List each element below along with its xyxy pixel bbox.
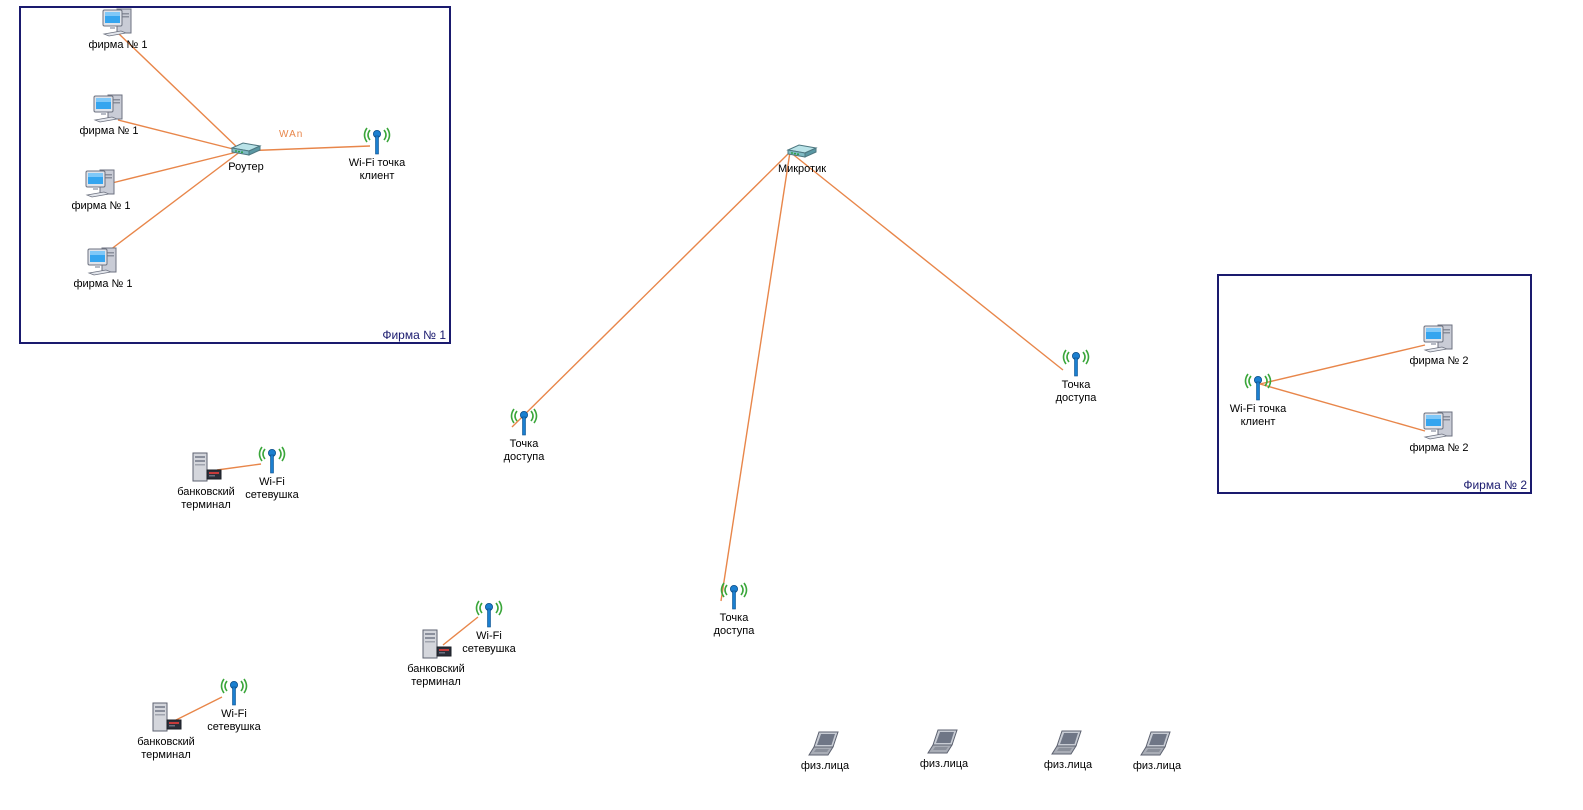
link-f1_pc2-f1_router	[117, 119, 242, 152]
link-mikrotik-ap_bottom	[720, 151, 791, 602]
desktop-computer-icon	[84, 167, 118, 199]
node-label: физ.лица	[919, 758, 969, 770]
router-icon	[229, 136, 263, 160]
group-firm-1: Фирма № 1	[19, 6, 451, 344]
node-label: Wi-Fi сетевушка	[245, 476, 299, 501]
wifi-client-firm-2[interactable]: Wi-Fi точка клиент	[1203, 370, 1313, 429]
node-label: Wi-Fi точка клиент	[348, 157, 406, 182]
node-label: фирма № 1	[71, 200, 131, 212]
laptop-icon	[808, 729, 842, 759]
link-f1_pc4-f1_router	[109, 150, 242, 251]
bank-terminal-3[interactable]: банковский терминал	[111, 701, 221, 762]
wireless-antenna-icon	[255, 443, 289, 475]
router-icon	[785, 138, 819, 162]
node-label: Wi-Fi сетевушка	[462, 630, 516, 655]
node-label: Wi-Fi точка клиент	[1229, 403, 1287, 428]
laptop-individual-4[interactable]: физ.лица	[1102, 729, 1212, 773]
wifi-client-firm-1[interactable]: Wi-Fi точка клиент	[322, 124, 432, 183]
laptop-icon	[1140, 729, 1174, 759]
wifi-adapter-3[interactable]: Wi-Fi сетевушка	[179, 675, 289, 734]
link-f1_router-f1_wifi_client	[240, 145, 371, 152]
node-label: Точка доступа	[1055, 379, 1097, 404]
node-label: фирма № 1	[79, 125, 139, 137]
link-f2_wifi_client-f2_pc2	[1259, 383, 1426, 432]
laptop-individual-2[interactable]: физ.лица	[889, 727, 999, 771]
computer-firm-2-a[interactable]: фирма № 2	[1384, 322, 1494, 368]
node-label: Wi-Fi сетевушка	[207, 708, 261, 733]
access-point-bottom[interactable]: Точка доступа	[679, 579, 789, 638]
node-label: банковский терминал	[137, 736, 195, 761]
node-label: фирма № 1	[88, 39, 148, 51]
computer-firm-1-a[interactable]: фирма № 1	[63, 6, 173, 52]
router-firm-1[interactable]: Роутер	[191, 136, 301, 174]
computer-firm-1-b[interactable]: фирма № 1	[54, 92, 164, 138]
link-f1_pc1-f1_router	[117, 32, 242, 152]
laptop-individual-3[interactable]: физ.лица	[1013, 728, 1123, 772]
wireless-antenna-icon	[1059, 346, 1093, 378]
node-label: фирма № 1	[73, 278, 133, 290]
link-term1-term1_wifi	[216, 463, 262, 471]
node-label: банковский терминал	[177, 486, 235, 511]
node-label: физ.лица	[1132, 760, 1182, 772]
wireless-antenna-icon	[507, 405, 541, 437]
wan-link-label: WAn	[279, 129, 304, 140]
node-label: физ.лица	[1043, 759, 1093, 771]
desktop-computer-icon	[1422, 322, 1456, 354]
desktop-computer-icon	[92, 92, 126, 124]
wifi-adapter-2[interactable]: Wi-Fi сетевушка	[434, 597, 544, 656]
laptop-icon	[927, 727, 961, 757]
laptop-icon	[1051, 728, 1085, 758]
group-title-firm-1: Фирма № 1	[382, 328, 446, 342]
wireless-antenna-icon	[360, 124, 394, 156]
group-firm-2: Фирма № 2	[1217, 274, 1532, 494]
group-title-firm-2: Фирма № 2	[1463, 478, 1527, 492]
access-point-right[interactable]: Точка доступа	[1021, 346, 1131, 405]
link-f1_pc3-f1_router	[111, 150, 242, 184]
link-term3-term3_wifi	[173, 696, 223, 722]
wireless-antenna-icon	[472, 597, 506, 629]
node-label: физ.лица	[800, 760, 850, 772]
link-mikrotik-ap_right	[789, 151, 1064, 371]
link-mikrotik-ap_left	[511, 151, 791, 428]
wireless-antenna-icon	[1241, 370, 1275, 402]
wireless-antenna-icon	[217, 675, 251, 707]
desktop-computer-icon	[101, 6, 135, 38]
node-label: Точка доступа	[713, 612, 755, 637]
desktop-computer-icon	[1422, 409, 1456, 441]
link-term2-term2_wifi	[442, 616, 479, 646]
laptop-individual-1[interactable]: физ.лица	[770, 729, 880, 773]
computer-firm-1-c[interactable]: фирма № 1	[46, 167, 156, 213]
node-label: Роутер	[228, 161, 264, 173]
computer-firm-2-b[interactable]: фирма № 2	[1384, 409, 1494, 455]
server-tower-icon	[149, 701, 183, 735]
node-label: фирма № 2	[1409, 442, 1469, 454]
mikrotik-router[interactable]: Микротик	[747, 138, 857, 176]
access-point-left[interactable]: Точка доступа	[469, 405, 579, 464]
node-label: Микротик	[777, 163, 827, 175]
bank-terminal-2[interactable]: банковский терминал	[381, 628, 491, 689]
desktop-computer-icon	[86, 245, 120, 277]
wireless-antenna-icon	[717, 579, 751, 611]
computer-firm-1-d[interactable]: фирма № 1	[48, 245, 158, 291]
node-label: банковский терминал	[407, 663, 465, 688]
link-f2_wifi_client-f2_pc1	[1259, 344, 1426, 385]
node-label: фирма № 2	[1409, 355, 1469, 367]
wifi-adapter-1[interactable]: Wi-Fi сетевушка	[217, 443, 327, 502]
bank-terminal-1[interactable]: банковский терминал	[151, 451, 261, 512]
node-label: Точка доступа	[503, 438, 545, 463]
